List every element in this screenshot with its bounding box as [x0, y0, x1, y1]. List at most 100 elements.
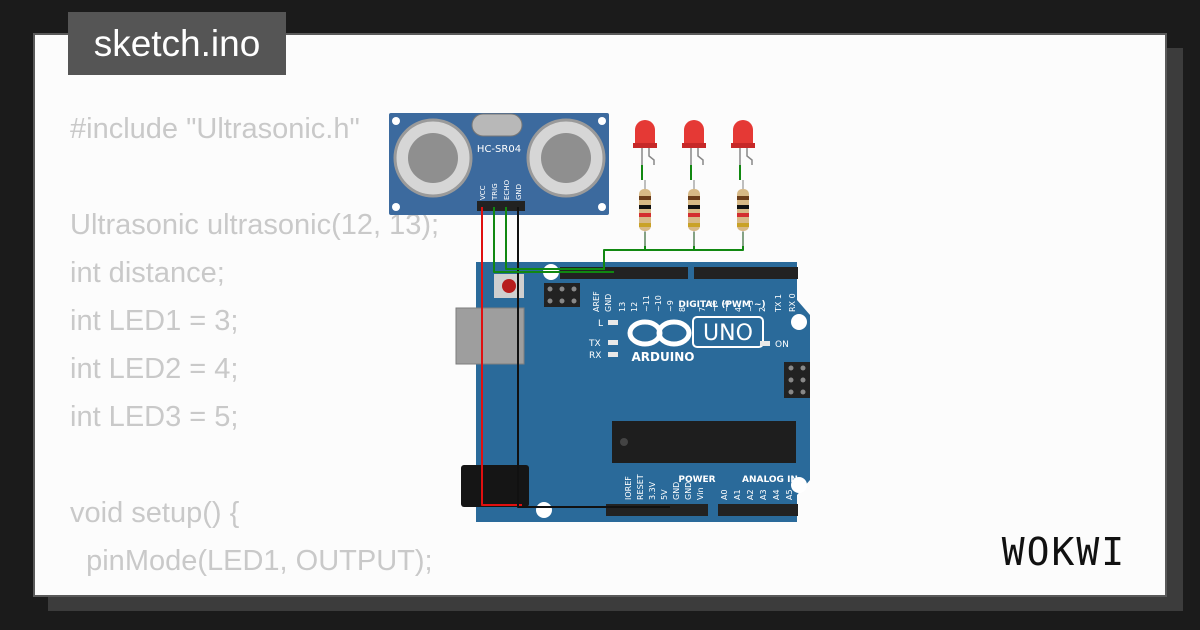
resistor-band — [688, 205, 700, 209]
led-l-label: L — [598, 319, 603, 329]
pin-label: 2 — [758, 307, 767, 312]
wire-vcc[interactable] — [481, 207, 522, 506]
led-assembly[interactable] — [731, 120, 755, 246]
led-rx-label: RX — [589, 351, 601, 361]
reset-button[interactable] — [502, 279, 516, 293]
pin-label: Vin — [696, 487, 705, 500]
resistor-band — [737, 223, 749, 227]
pin-label: A5 — [785, 489, 794, 500]
transducer-right-mesh — [541, 133, 591, 183]
code-line: pinMode(LED2, OUTPUT); — [70, 585, 439, 595]
resistor-band — [737, 205, 749, 209]
led-assembly[interactable] — [682, 120, 706, 246]
resistor-band — [688, 223, 700, 227]
pin-label: ~6 — [710, 300, 719, 312]
sensor-pin-label: VCC — [479, 185, 487, 200]
pin-label: 4 — [734, 307, 743, 312]
resistor-band — [688, 213, 700, 217]
pin-label: TX 1 — [774, 294, 783, 313]
led-rx — [608, 352, 618, 357]
led-l — [608, 320, 618, 325]
code-line: #include "Ultrasonic.h" — [70, 113, 360, 145]
sensor-hole — [392, 203, 400, 211]
uno-badge — [692, 316, 764, 348]
pin-label: AREF — [592, 291, 601, 312]
led-rim — [731, 143, 755, 148]
led-on-label: ON — [775, 340, 789, 350]
resistor-band — [639, 196, 651, 200]
pin-label: A1 — [733, 489, 742, 500]
wire-trig[interactable] — [493, 207, 614, 273]
led-body — [684, 120, 704, 146]
code-line: void setup() { — [70, 497, 240, 529]
led-leg — [746, 148, 753, 165]
led-assembly[interactable] — [633, 120, 657, 246]
pin-label: A4 — [772, 489, 781, 500]
sensor-pin-labels: VCC TRIG ECHO GND — [479, 179, 523, 201]
pin-label: GND — [684, 482, 693, 500]
sensor-pin-label: ECHO — [503, 179, 511, 200]
digital-header-right — [694, 267, 798, 279]
icsp-header — [544, 283, 580, 307]
crystal-oscillator — [471, 113, 523, 137]
pin-label: 5V — [660, 489, 669, 500]
arduino-uno-board[interactable]: UNO ARDUINO DIGITAL (PWM ~) POWER ANALOG… — [455, 262, 810, 522]
led-array — [633, 120, 755, 246]
code-line: int LED1 = 3; — [70, 305, 239, 337]
led-tx-label: TX — [588, 339, 601, 349]
sensor-hole — [598, 117, 606, 125]
code-line: int LED3 = 5; — [70, 401, 239, 433]
code-line: pinMode(LED1, OUTPUT); — [70, 545, 433, 577]
pin-label: IOREF — [624, 476, 633, 500]
power-header — [606, 504, 708, 516]
sensor-pin-label: GND — [515, 184, 523, 200]
code-editor: #include "Ultrasonic.h"Ultrasonic ultras… — [70, 105, 439, 595]
pin-label: ~3 — [746, 300, 755, 312]
board-model-label: UNO — [703, 321, 753, 346]
pin-label: 12 — [630, 302, 639, 312]
sensor-model-label: HC-SR04 — [477, 144, 521, 155]
pin-label: ~5 — [722, 300, 731, 312]
resistor-band — [639, 213, 651, 217]
pin-label: A2 — [746, 489, 755, 500]
sensor-pin-label: TRIG — [491, 183, 499, 201]
card-shadow-right — [1167, 48, 1183, 611]
sensor-hole — [598, 203, 606, 211]
pin-label: RX 0 — [788, 293, 797, 312]
resistor-band — [688, 196, 700, 200]
wire-echo[interactable] — [505, 207, 604, 270]
pin-label: A0 — [720, 489, 729, 500]
pin-label: GND — [672, 482, 681, 500]
led-leg — [648, 148, 655, 165]
analog-header — [718, 504, 798, 516]
pin-label: RESET — [636, 474, 645, 500]
pin-label: ~10 — [654, 295, 663, 312]
sensor-header — [477, 201, 525, 211]
mounting-hole — [536, 502, 552, 518]
transducer-left-mesh — [408, 133, 458, 183]
led-rim — [633, 143, 657, 148]
led-on — [760, 341, 770, 346]
code-line: int distance; — [70, 257, 225, 289]
mounting-hole — [791, 314, 807, 330]
hc-sr04-sensor[interactable]: HC-SR04 VCC TRIG ECHO GND — [389, 113, 609, 215]
wokwi-logo: WOKWI — [1002, 530, 1124, 574]
wire-gnd[interactable] — [517, 207, 670, 508]
pin-label: A3 — [759, 489, 768, 500]
pin-label: 7 — [698, 307, 707, 312]
power-jack — [461, 465, 529, 507]
usb-port — [455, 307, 525, 365]
led-leg — [697, 148, 704, 165]
board-brand-label: ARDUINO — [632, 350, 695, 364]
analog-section-label: ANALOG IN — [742, 475, 798, 485]
arduino-infinity-icon — [627, 319, 692, 347]
led-rim — [682, 143, 706, 148]
resistor-band — [737, 196, 749, 200]
power-section-label: POWER — [678, 475, 715, 485]
code-line: int LED2 = 4; — [70, 353, 239, 385]
pin-label: 13 — [618, 302, 627, 312]
resistor-band — [639, 223, 651, 227]
